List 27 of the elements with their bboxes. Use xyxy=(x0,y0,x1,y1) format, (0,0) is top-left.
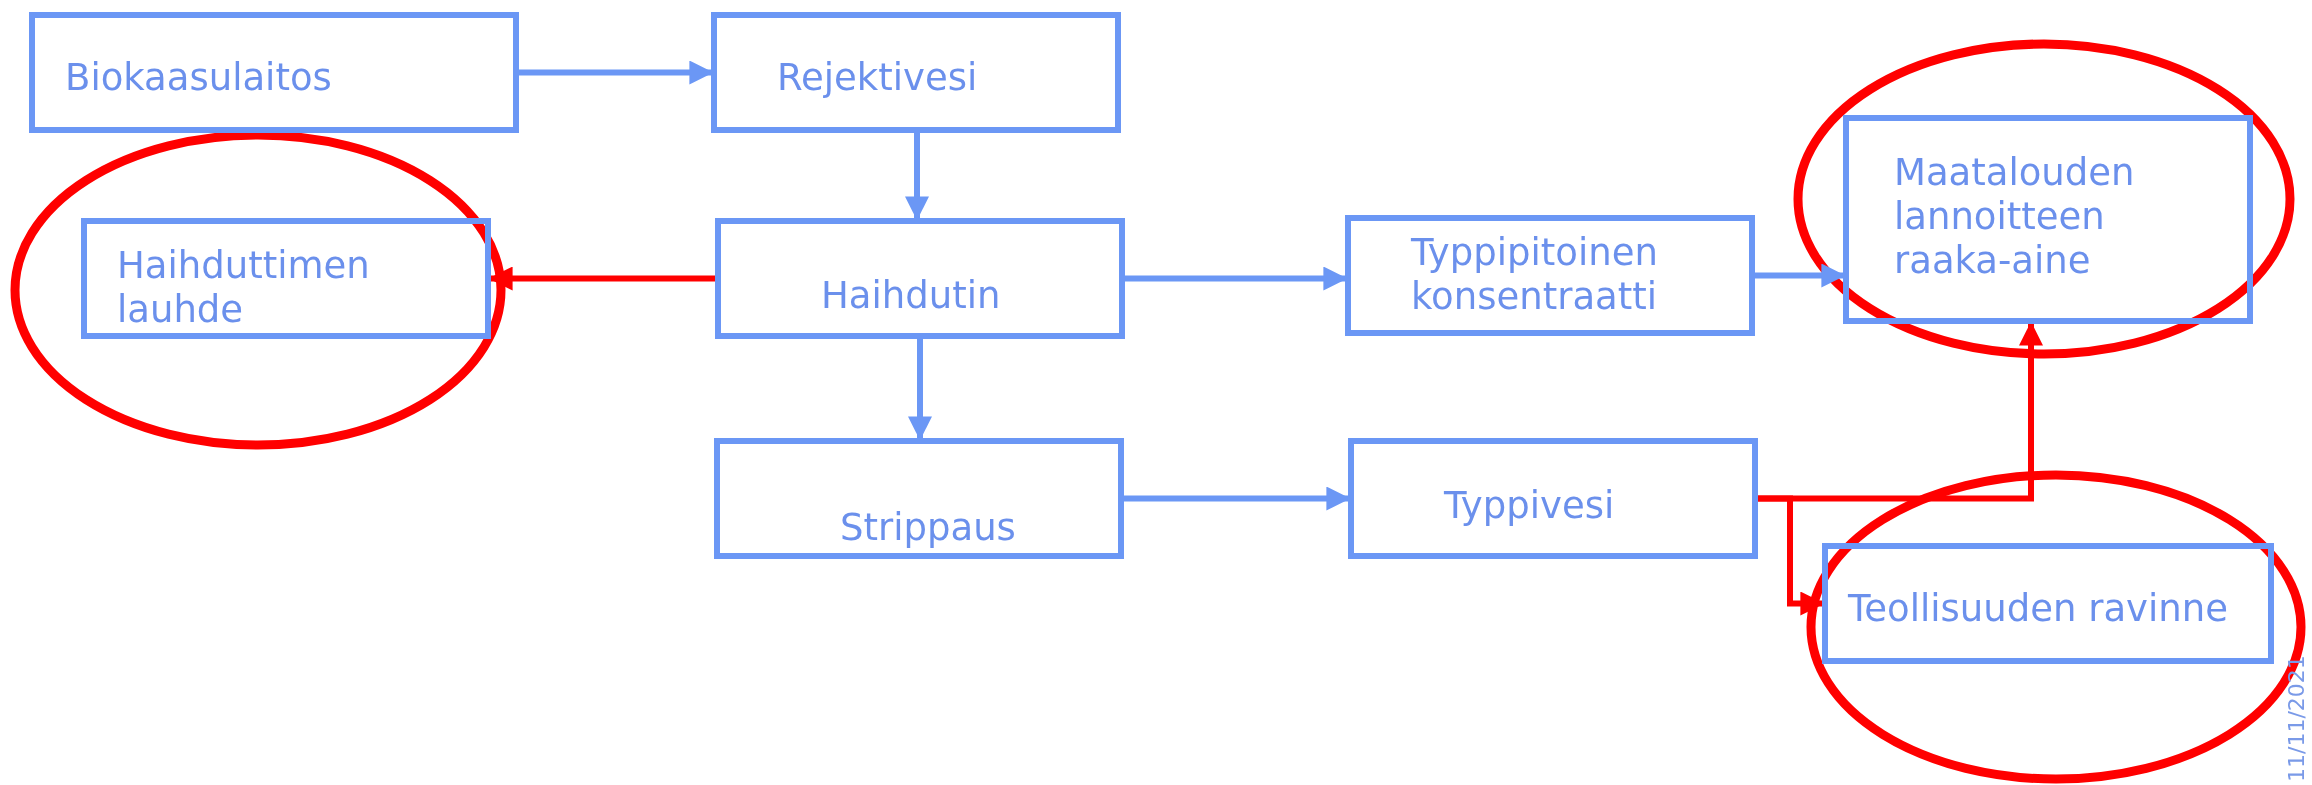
process-box xyxy=(29,12,519,133)
process-box xyxy=(714,438,1124,559)
arrow xyxy=(1124,486,1351,511)
arrow xyxy=(1758,495,1825,616)
process-box xyxy=(81,218,491,339)
box-label: Rejektivesi xyxy=(777,56,979,100)
arrow xyxy=(1755,263,1846,288)
arrow xyxy=(488,266,715,291)
box-label: Haihduttimen lauhde xyxy=(117,244,371,332)
date-label: 11/11/2021 xyxy=(2284,655,2309,782)
process-box xyxy=(711,12,1121,133)
box-label: Haihdutin xyxy=(821,274,1002,318)
arrow xyxy=(908,339,932,441)
box-label: Typpivesi xyxy=(1444,484,1616,528)
box-label: Maatalouden lannoitteen raaka-aine xyxy=(1894,151,2136,283)
process-box xyxy=(1843,115,2253,324)
box-label: Biokaasulaitos xyxy=(65,56,333,100)
box-label: Teollisuuden ravinne xyxy=(1848,587,2229,631)
arrow xyxy=(519,60,714,85)
arrow xyxy=(1125,266,1348,291)
process-box xyxy=(1345,215,1755,336)
process-box xyxy=(1822,543,2274,664)
box-label: Strippaus xyxy=(840,506,1017,550)
process-box xyxy=(715,218,1125,339)
arrow xyxy=(905,133,929,221)
box-label: Typpipitoinen konsentraatti xyxy=(1411,231,1659,319)
process-box xyxy=(1348,438,1758,559)
